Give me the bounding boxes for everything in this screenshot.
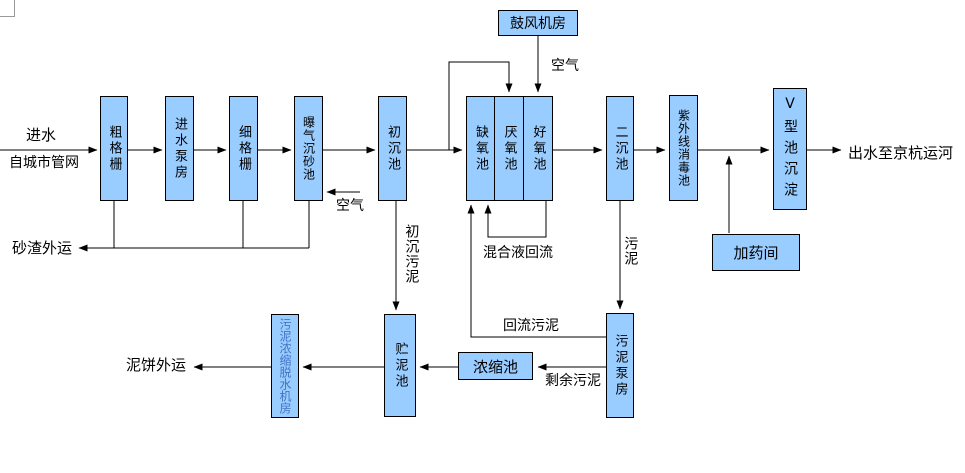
label-air-blower: 空气 — [551, 58, 579, 74]
box-primary-sedimentation-tank: 初沉池 — [378, 96, 407, 201]
box-blower-room-label: 鼓风机房 — [510, 16, 566, 32]
label-outflow: 出水至京杭运河 — [848, 144, 954, 162]
label-inflow: 进水 — [26, 126, 57, 144]
empty-placeholder-box — [0, 0, 15, 17]
label-mixed-liquor-return: 混合液回流 — [483, 245, 553, 261]
label-air-grit: 空气 — [336, 198, 364, 214]
box-sludge-storage-tank: 贮泥池 — [384, 314, 416, 417]
box-sludge-dewatering-room: 污泥浓缩脱水机房 — [271, 314, 299, 418]
box-dosing-room-label: 加药间 — [733, 244, 779, 262]
box-aerated-grit-chamber-label: 曝气沉砂池 — [301, 116, 316, 181]
box-fine-screen: 细格栅 — [229, 96, 258, 201]
box-secondary-sedimentation-tank: 二沉池 — [606, 96, 634, 201]
box-dosing-room: 加药间 — [712, 234, 800, 271]
box-thickening-tank-label: 浓缩池 — [472, 357, 518, 376]
box-aerobic-tank: 好氧池 — [523, 96, 553, 201]
box-coarse-screen: 粗格栅 — [100, 96, 128, 201]
box-anaerobic-tank: 厌氧池 — [494, 96, 524, 201]
box-aerated-grit-chamber: 曝气沉砂池 — [294, 96, 323, 201]
label-inflow-source: 自城市管网 — [9, 155, 79, 171]
label-sand-disposal: 砂渣外运 — [12, 239, 73, 257]
box-blower-room: 鼓风机房 — [498, 10, 578, 36]
box-inlet-pump-station: 进水泵房 — [165, 96, 194, 201]
box-anaerobic-tank-label: 厌氧池 — [501, 124, 517, 173]
box-fine-screen-label: 细格栅 — [236, 124, 251, 173]
label-cake-disposal: 泥饼外运 — [126, 356, 187, 374]
box-inlet-pump-station-label: 进水泵房 — [172, 116, 187, 181]
label-surplus-sludge: 剩余污泥 — [545, 373, 601, 389]
box-uv-disinfection-tank: 紫外线消毒池 — [669, 95, 698, 201]
box-coarse-screen-label: 粗格栅 — [106, 124, 122, 173]
box-anoxic-tank-label: 缺氧池 — [473, 124, 488, 173]
box-sludge-dewatering-room-label: 污泥浓缩脱水机房 — [278, 318, 292, 414]
label-sludge: 污泥 — [622, 236, 639, 266]
box-v-type-sedimentation-tank: V型池沉淀 — [773, 88, 807, 210]
box-sludge-pump-station: 污泥泵房 — [606, 313, 634, 418]
box-sludge-pump-station-label: 污泥泵房 — [612, 333, 628, 398]
box-sludge-storage-tank-label: 贮泥池 — [392, 341, 408, 390]
box-anoxic-tank: 缺氧池 — [466, 96, 495, 201]
label-return-sludge: 回流污泥 — [503, 318, 559, 334]
box-secondary-sedimentation-tank-label: 二沉池 — [612, 124, 628, 173]
label-primary-sludge: 初沉污泥 — [403, 224, 420, 284]
box-aerobic-tank-label: 好氧池 — [530, 124, 546, 173]
box-thickening-tank: 浓缩池 — [458, 352, 533, 380]
box-v-type-sedimentation-tank-label: V型池沉淀 — [782, 95, 798, 203]
box-uv-disinfection-tank-label: 紫外线消毒池 — [676, 109, 691, 187]
box-primary-sedimentation-tank-label: 初沉池 — [385, 124, 400, 173]
